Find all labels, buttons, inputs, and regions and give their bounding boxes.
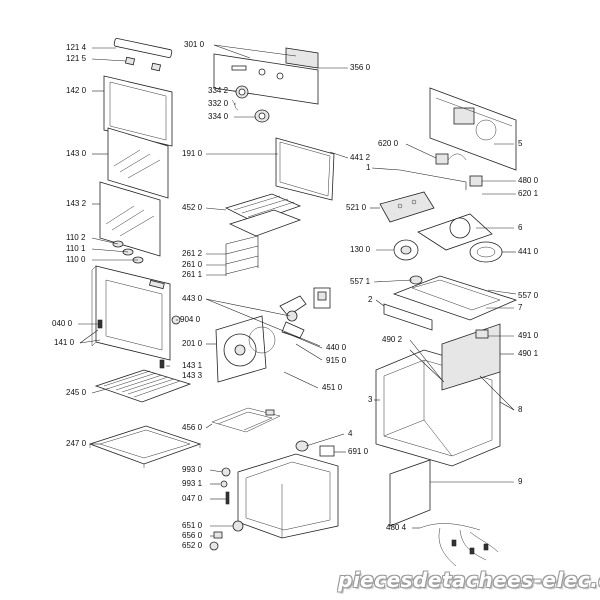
label-651-0: 651 0 (182, 521, 203, 530)
label-490-1: 490 1 (518, 349, 539, 358)
part-labels: 121 4 121 5 142 0 143 0 143 2 110 2 110 … (52, 40, 539, 550)
label-261-0: 261 0 (182, 260, 203, 269)
label-143-0: 143 0 (66, 149, 87, 158)
door-inner-glass (99, 181, 161, 257)
shelf-runners-rack (224, 193, 302, 237)
baking-tray (88, 425, 202, 468)
label-141-0: 141 0 (54, 338, 75, 347)
label-452-0: 452 0 (182, 203, 203, 212)
label-993-1: 993 1 (182, 479, 203, 488)
label-356-0: 356 0 (350, 63, 371, 72)
label-110-0: 110 0 (66, 255, 86, 264)
label-4: 4 (348, 429, 353, 438)
oven-rack (94, 369, 192, 403)
side-runners (225, 235, 259, 276)
label-441-2: 441 2 (350, 153, 371, 162)
label-247-0: 247 0 (66, 439, 87, 448)
door-frame (91, 265, 181, 369)
label-521-0: 521 0 (346, 203, 367, 212)
door-seal (275, 137, 335, 201)
control-panel (213, 47, 319, 105)
label-440-0: 440 0 (326, 343, 347, 352)
label-143-3: 143 3 (182, 371, 203, 380)
label-332-0: 332 0 (208, 99, 229, 108)
label-201-0: 201 0 (182, 339, 203, 348)
oven-cavity (237, 440, 339, 539)
wiring-harness (419, 523, 499, 567)
label-261-2: 261 2 (182, 249, 203, 258)
door-middle-glass (107, 127, 169, 199)
label-9: 9 (518, 477, 523, 486)
side-panel (389, 459, 431, 527)
fan-motor (393, 213, 503, 263)
label-334-2: 334 2 (208, 86, 229, 95)
label-334-0: 334 0 (208, 112, 229, 121)
label-121-4: 121 4 (66, 43, 87, 52)
control-board (379, 191, 435, 223)
label-691-0: 691 0 (348, 447, 369, 456)
label-557-0: 557 0 (518, 291, 539, 300)
label-441-0: 441 0 (518, 247, 539, 256)
label-245-0: 245 0 (66, 388, 87, 397)
label-110-2: 110 2 (66, 233, 86, 242)
control-knobs (231, 85, 270, 123)
cabinet (375, 323, 501, 467)
fan-assembly (215, 287, 331, 383)
bottom-element (211, 407, 281, 433)
label-3: 3 (368, 395, 373, 404)
label-480-4: 480 4 (386, 523, 407, 532)
small-parts (209, 467, 244, 551)
label-6: 6 (518, 223, 523, 232)
label-121-5: 121 5 (66, 54, 87, 63)
back-panel (429, 87, 517, 171)
watermark-logo: piecesdetachees-elec.com (338, 568, 600, 592)
label-557-1: 557 1 (350, 277, 371, 286)
label-143-2: 143 2 (66, 199, 87, 208)
label-5: 5 (518, 139, 523, 148)
label-480-0: 480 0 (518, 176, 539, 185)
label-110-1: 110 1 (66, 244, 86, 253)
label-620-0: 620 0 (378, 139, 399, 148)
label-2: 2 (368, 295, 373, 304)
label-443-0: 443 0 (182, 294, 203, 303)
label-451-0: 451 0 (322, 383, 343, 392)
label-620-1: 620 1 (518, 189, 539, 198)
label-456-0: 456 0 (182, 423, 203, 432)
label-301-0: 301 0 (184, 40, 205, 49)
label-491-0: 491 0 (518, 331, 539, 340)
label-047-0: 047 0 (182, 494, 203, 503)
top-panel (383, 275, 518, 331)
wiring-block (399, 153, 483, 190)
door-handle (113, 38, 173, 72)
label-8: 8 (518, 405, 523, 414)
label-904-0: 904 0 (180, 315, 201, 324)
label-191-0: 191 0 (182, 149, 203, 158)
label-915-0: 915 0 (326, 356, 347, 365)
label-040-0: 040 0 (52, 319, 73, 328)
label-490-2: 490 2 (382, 335, 403, 344)
label-656-0: 656 0 (182, 531, 203, 540)
label-261-1: 261 1 (182, 270, 203, 279)
label-143-1: 143 1 (182, 361, 203, 370)
label-7: 7 (518, 303, 523, 312)
label-1: 1 (366, 163, 371, 172)
label-652-0: 652 0 (182, 541, 203, 550)
leader-lines (78, 44, 517, 537)
label-130-0: 130 0 (350, 245, 371, 254)
label-993-0: 993 0 (182, 465, 203, 474)
label-142-0: 142 0 (66, 86, 87, 95)
door-outer-glass (103, 75, 173, 147)
